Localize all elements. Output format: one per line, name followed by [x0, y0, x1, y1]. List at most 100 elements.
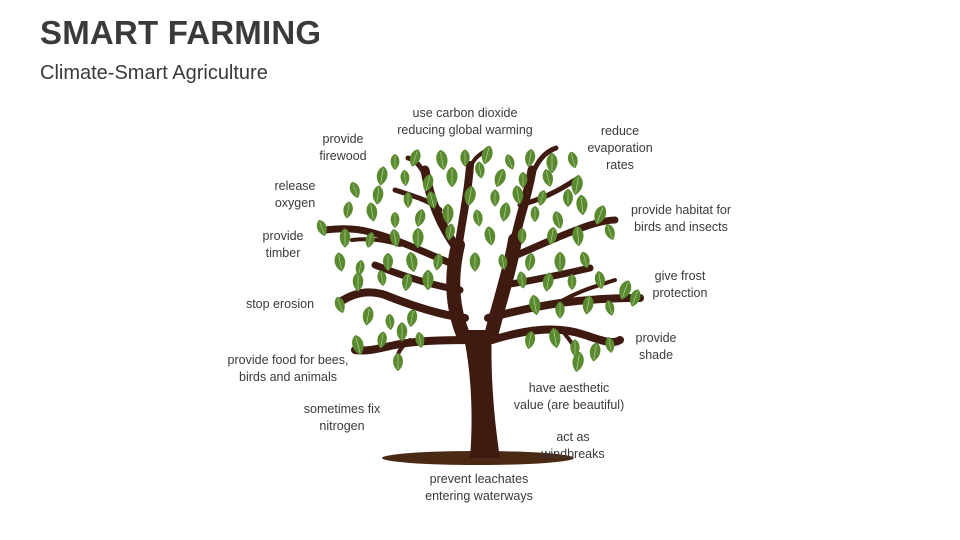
leaf [445, 223, 455, 241]
leaf [362, 306, 374, 326]
leaf [537, 190, 547, 206]
leaf [517, 227, 527, 245]
leaf [518, 171, 528, 189]
page-title: SMART FARMING [40, 14, 322, 51]
leaf [469, 252, 481, 272]
leaf [376, 166, 388, 186]
leaf [567, 151, 578, 169]
leaf [372, 185, 384, 205]
leaf [426, 191, 437, 209]
leaf [571, 174, 583, 196]
leaf [352, 272, 364, 292]
leaf [415, 209, 426, 227]
leaf [572, 225, 584, 247]
leaf [383, 252, 393, 272]
leaf [525, 148, 536, 168]
leaf [579, 251, 590, 269]
tree-leaves [316, 145, 641, 373]
leaf [505, 154, 515, 170]
benefit-label-leachates: prevent leachates entering waterways [425, 472, 533, 503]
leaf [352, 335, 364, 355]
benefit-label-food: provide food for bees, birds and animals [227, 353, 349, 384]
leaf [366, 202, 378, 222]
leaf [582, 295, 594, 315]
leaf [589, 342, 601, 362]
leaf [604, 223, 615, 241]
leaf [517, 271, 527, 289]
leaf [552, 211, 563, 229]
leaf [490, 189, 500, 207]
leaf [446, 166, 458, 188]
leaf [481, 145, 493, 165]
leaf [334, 252, 346, 272]
leaf [423, 174, 434, 192]
leaf [484, 226, 496, 246]
leaf [460, 149, 470, 167]
leaf [334, 296, 345, 314]
leaf [542, 272, 554, 292]
benefit-label-oxygen: release oxygen [274, 179, 316, 210]
leaf [422, 269, 434, 291]
leaf [390, 153, 400, 171]
leaf [605, 300, 615, 316]
leaf [393, 352, 403, 372]
leaf [576, 194, 588, 216]
benefit-label-aesthetic: have aesthetic value (are beautiful) [513, 381, 625, 412]
leaf [365, 232, 375, 248]
leaf [605, 337, 615, 353]
leaf [525, 252, 536, 272]
leaf [499, 202, 511, 222]
leaf [572, 351, 584, 373]
leaf [567, 273, 577, 291]
benefit-label-timber: provide timber [262, 229, 304, 260]
leaf [594, 205, 607, 225]
benefit-label-firewood: provide firewood [319, 132, 367, 163]
leaf [412, 227, 424, 249]
leaf [442, 203, 454, 225]
leaf [498, 254, 508, 270]
page-subtitle: Climate-Smart Agriculture [40, 62, 268, 84]
leaf [512, 185, 524, 205]
leaf [390, 211, 400, 229]
leaf [436, 149, 448, 171]
benefit-label-nitrogen: sometimes fix nitrogen [303, 402, 381, 433]
leaf [475, 161, 485, 179]
leaf [494, 168, 506, 188]
leaf [406, 251, 418, 273]
benefit-label-evaporation: reduce evaporation rates [587, 124, 653, 172]
benefit-label-carbon-dioxide: use carbon dioxide reducing global warmi… [397, 106, 533, 137]
leaf [403, 191, 413, 209]
leaf [555, 301, 565, 319]
leaf [389, 228, 400, 248]
leaf [542, 169, 553, 187]
leaf [377, 270, 387, 286]
benefit-label-erosion: stop erosion [245, 297, 315, 311]
leaf [400, 169, 410, 187]
leaf [473, 209, 483, 227]
leaf [433, 253, 443, 271]
leaf [402, 272, 413, 292]
leaf [563, 188, 573, 208]
leaf [396, 322, 408, 342]
benefit-label-windbreaks: act as windbreaks [541, 430, 605, 461]
leaf [529, 294, 541, 316]
benefit-label-shade: provide shade [635, 331, 677, 362]
leaf [407, 308, 418, 328]
leaf [316, 219, 327, 237]
trunk [462, 330, 500, 458]
leaf [629, 289, 641, 307]
leaf [554, 251, 566, 273]
leaf [546, 152, 558, 174]
leaf [525, 330, 536, 350]
leaf [343, 201, 353, 219]
leaf [349, 181, 360, 199]
leaf [530, 205, 540, 223]
leaf [377, 331, 387, 349]
leaf [464, 185, 476, 207]
leaf [549, 327, 561, 349]
leaf [339, 228, 351, 248]
leaf [619, 280, 632, 300]
leaf [355, 260, 365, 276]
benefit-label-frost: give frost protection [652, 269, 708, 300]
